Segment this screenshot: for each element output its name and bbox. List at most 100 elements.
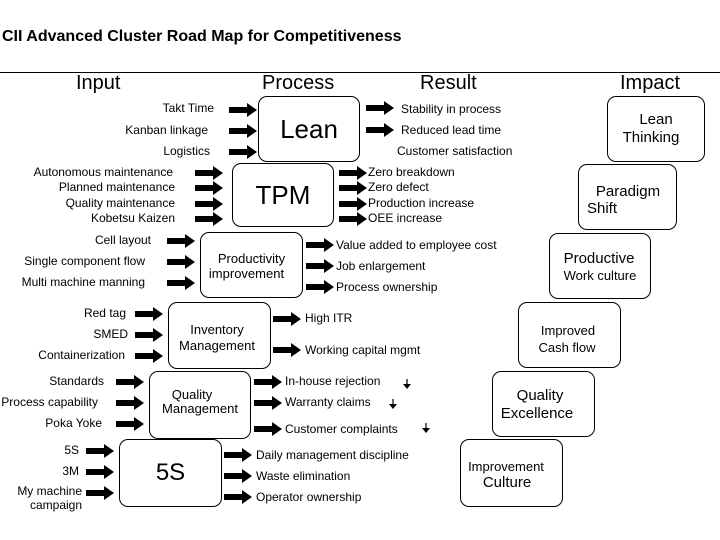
result-label: Process ownership (336, 280, 438, 294)
title-divider (0, 72, 720, 73)
process-label: Management (179, 338, 255, 353)
result-label: Waste elimination (256, 469, 351, 483)
arrow-right-icon (229, 145, 257, 159)
input-label: Multi machine manning (21, 275, 145, 289)
impact-label: Productive (563, 250, 635, 267)
arrow-right-icon (339, 166, 367, 180)
arrow-right-icon (339, 181, 367, 195)
result-label: Production increase (368, 196, 475, 210)
arrow-right-icon (254, 396, 282, 410)
process-label: Inventory (190, 322, 244, 337)
input-label: My machine (17, 484, 82, 498)
arrow-right-icon (306, 238, 334, 252)
input-label: Planned maintenance (58, 180, 175, 194)
input-label: Poka Yoke (45, 416, 102, 430)
arrow-right-icon (224, 469, 252, 483)
impact-box (607, 96, 705, 162)
input-label: Cell layout (94, 233, 151, 247)
result-label: Customer satisfaction (397, 144, 513, 158)
input-label: Logistics (163, 144, 210, 158)
impact-label: Paradigm (595, 183, 661, 200)
input-label: Kobetsu Kaizen (90, 211, 175, 225)
result-label: OEE increase (368, 211, 443, 225)
arrow-right-icon (167, 276, 195, 290)
impact-label: Cash flow (538, 340, 596, 355)
process-label: improvement (208, 266, 285, 281)
result-label: Operator ownership (256, 490, 362, 504)
input-label: Red tag (83, 306, 126, 320)
arrow-right-icon (195, 166, 223, 180)
input-label: Quality maintenance (65, 196, 175, 210)
input-label: campaign (29, 498, 82, 512)
result-label: Zero defect (368, 180, 429, 194)
header-input: Input (76, 72, 121, 94)
input-label: 3M (62, 464, 79, 478)
arrow-right-icon (195, 181, 223, 195)
process-label: Management (162, 401, 238, 416)
process-label: Quality (171, 387, 213, 402)
arrow-right-icon (195, 197, 223, 211)
impact-label: Lean (639, 111, 673, 128)
impact-label: Excellence (500, 405, 574, 422)
impact-box (578, 164, 677, 230)
arrow-right-icon (86, 465, 114, 479)
process-label: Lean (280, 113, 338, 144)
arrow-right-icon (135, 349, 163, 363)
arrow-right-icon (135, 328, 163, 342)
input-label: Process capability (1, 395, 98, 409)
arrow-right-icon (86, 486, 114, 500)
impact-box (492, 371, 595, 437)
result-label: Job enlargement (336, 259, 426, 273)
input-label: SMED (93, 327, 128, 341)
arrow-right-icon (306, 259, 334, 273)
arrow-right-icon (86, 444, 114, 458)
arrow-right-icon (135, 307, 163, 321)
process-box-5s: 5S (119, 439, 222, 507)
header-result: Result (420, 72, 477, 94)
arrow-right-icon (339, 212, 367, 226)
impact-box (549, 233, 651, 299)
arrow-right-icon (229, 103, 257, 117)
down-arrow-icon (403, 379, 411, 389)
result-label: Working capital mgmt (305, 343, 421, 357)
arrow-right-icon (273, 343, 301, 357)
process-box-inventory (168, 302, 271, 369)
arrow-right-icon (366, 123, 394, 137)
input-label: Containerization (38, 348, 125, 362)
down-arrow-icon (422, 423, 430, 433)
arrow-right-icon (254, 422, 282, 436)
impact-label: Shift (586, 200, 617, 217)
impact-label: Improvement (468, 459, 544, 474)
arrow-right-icon (195, 212, 223, 226)
process-box-quality (149, 371, 251, 439)
result-label: Reduced lead time (401, 123, 502, 137)
process-box-tpm: TPM (232, 163, 334, 227)
process-label: 5S (155, 459, 186, 486)
input-label: Kanban linkage (125, 123, 208, 137)
process-label: TPM (255, 179, 311, 210)
arrow-right-icon (167, 255, 195, 269)
result-label: Customer complaints (285, 422, 398, 436)
arrow-right-icon (229, 124, 257, 138)
arrow-right-icon (116, 375, 144, 389)
result-label: Daily management discipline (256, 448, 409, 462)
header-impact: Impact (620, 72, 681, 94)
impact-box (460, 439, 563, 507)
arrow-right-icon (306, 280, 334, 294)
impact-label: Culture (482, 474, 532, 491)
impact-label: Work culture (563, 268, 637, 283)
header-process: Process (262, 72, 335, 94)
input-label: Autonomous maintenance (33, 165, 173, 179)
arrow-right-icon (224, 448, 252, 462)
arrow-right-icon (339, 197, 367, 211)
result-label: Stability in process (401, 102, 502, 116)
arrow-right-icon (116, 417, 144, 431)
result-label: Zero breakdown (368, 165, 455, 179)
input-label: Single component flow (24, 254, 145, 268)
arrow-right-icon (366, 101, 394, 115)
arrow-right-icon (116, 396, 144, 410)
process-label: Productivity (217, 251, 286, 266)
arrow-right-icon (167, 234, 195, 248)
arrow-right-icon (224, 490, 252, 504)
input-label: Standards (49, 374, 104, 388)
